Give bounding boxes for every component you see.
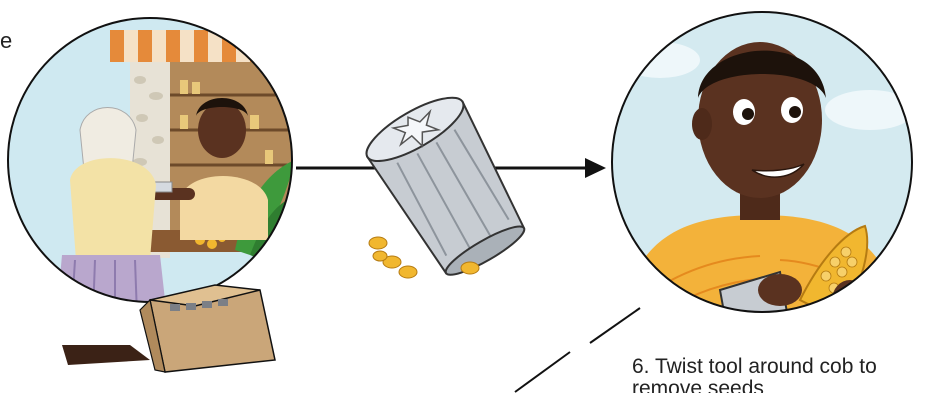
cardboard-boxes	[62, 285, 275, 372]
boy-scene-circle	[600, 0, 930, 352]
callout-lines	[515, 308, 640, 392]
partial-text-fragment: e	[0, 30, 12, 52]
step-caption: 6. Twist tool around cob to remove seeds	[632, 356, 930, 393]
shop-scene-circle	[0, 0, 320, 345]
